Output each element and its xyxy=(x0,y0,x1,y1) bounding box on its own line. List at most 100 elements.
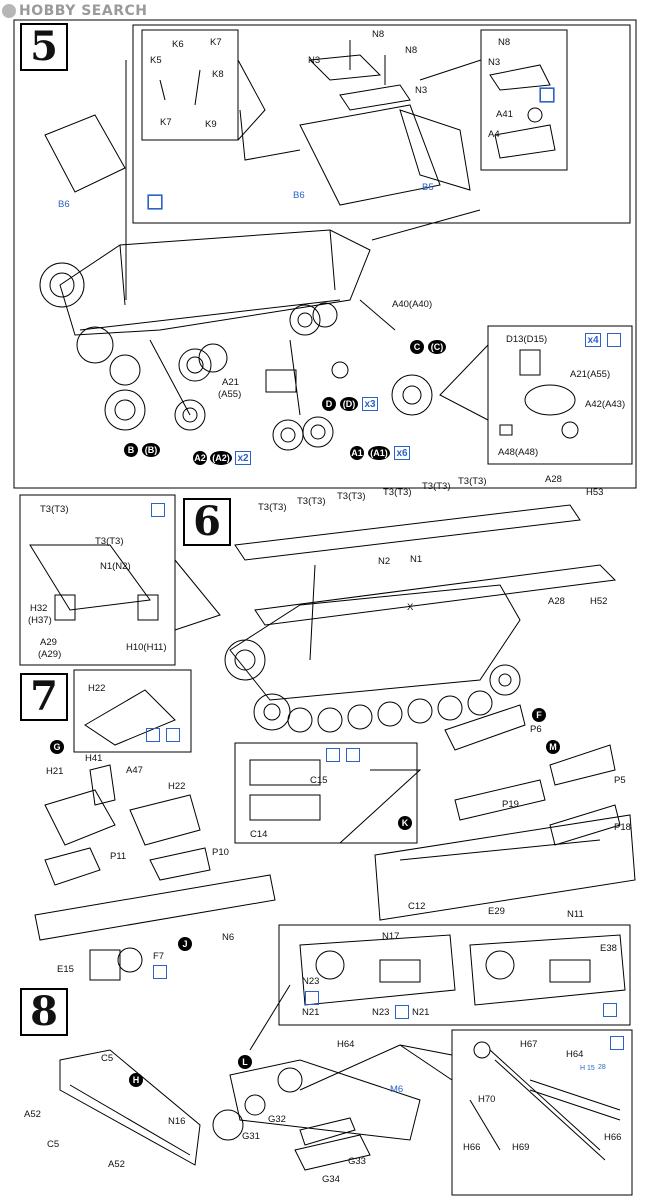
step7-h22-inset xyxy=(73,669,192,753)
brush-icon xyxy=(148,195,162,209)
brush-icon xyxy=(346,748,360,762)
step-number-8: 8 xyxy=(20,988,68,1036)
symmetry-icon xyxy=(326,748,340,762)
part-label: A29 xyxy=(40,637,57,648)
part-label: C12 xyxy=(408,901,426,912)
part-label: N16 xyxy=(168,1116,186,1127)
part-label: K5 xyxy=(150,55,162,66)
multiplier-badge: x2 xyxy=(235,451,251,465)
part-label: D13(D15) xyxy=(506,334,548,345)
part-label: N6 xyxy=(222,932,235,943)
part-label: C5 xyxy=(47,1139,60,1150)
part-label: H66 xyxy=(604,1132,622,1143)
step7-c14-inset xyxy=(234,742,418,844)
part-label: N23 xyxy=(372,1007,390,1018)
step8-n17-inset xyxy=(278,924,631,1026)
brush-icon xyxy=(607,333,621,347)
part-label: N8 xyxy=(405,45,418,56)
part-label: H52 xyxy=(590,596,608,607)
part-label: A47 xyxy=(126,765,143,776)
part-label: P19 xyxy=(502,799,519,810)
part-label: A4 xyxy=(488,129,500,140)
multiplier-badge: x3 xyxy=(362,397,378,411)
part-label: N3 xyxy=(308,55,321,66)
part-label: A28 xyxy=(545,474,562,485)
step5-wheel-inset xyxy=(487,325,633,465)
part-label: H 15 xyxy=(580,1065,595,1072)
part-label: E15 xyxy=(57,964,74,975)
hobbysearch-logo-icon xyxy=(2,4,16,18)
parts-tree-bubble: M xyxy=(546,740,560,754)
part-label: G32 xyxy=(268,1114,286,1125)
part-label: A42(A43) xyxy=(585,399,626,410)
part-label: H10(H11) xyxy=(126,642,167,653)
part-label: X xyxy=(407,602,414,613)
part-label: H70 xyxy=(478,1094,496,1105)
part-label: A28 xyxy=(548,596,565,607)
part-label: T3(T3) xyxy=(95,536,124,547)
part-label: C14 xyxy=(250,829,268,840)
parts-tree-bubble: K xyxy=(398,816,412,830)
brush-icon xyxy=(610,1036,624,1050)
parts-tree-bubble: L xyxy=(238,1055,252,1069)
step8-mg-inset xyxy=(451,1029,633,1196)
part-label: K6 xyxy=(172,39,184,50)
part-label: N8 xyxy=(372,29,385,40)
symmetry-icon xyxy=(540,88,554,102)
brush-icon xyxy=(603,1003,617,1017)
part-label: (A29) xyxy=(38,649,62,660)
part-label: A52 xyxy=(24,1109,41,1120)
symmetry-icon xyxy=(395,1005,409,1019)
part-label: T3(T3) xyxy=(458,476,487,487)
step5-frame xyxy=(13,19,637,489)
part-label: N17 xyxy=(382,931,400,942)
symmetry-icon xyxy=(153,965,167,979)
part-label: A41 xyxy=(496,109,513,120)
parts-tree-bubble: (D) xyxy=(340,397,358,411)
part-label: C15 xyxy=(310,775,328,786)
part-label: H53 xyxy=(586,487,604,498)
part-label: N23 xyxy=(302,976,320,987)
multiplier-badge: x6 xyxy=(394,446,410,460)
part-label: P10 xyxy=(212,847,229,858)
parts-tree-bubble: A2 xyxy=(193,451,207,465)
parts-tree-bubble: D xyxy=(322,397,336,411)
part-label: H67 xyxy=(520,1039,538,1050)
part-label: T3(T3) xyxy=(422,481,451,492)
part-label: H64 xyxy=(337,1039,355,1050)
part-label: B6 xyxy=(293,190,305,201)
watermark: HOBBY SEARCH xyxy=(2,2,147,20)
part-label: G34 xyxy=(322,1174,340,1185)
part-label: H22 xyxy=(88,683,106,694)
part-label: F7 xyxy=(153,951,165,962)
parts-tree-bubble: (A2) xyxy=(210,451,232,465)
part-label: C5 xyxy=(101,1053,114,1064)
part-label: A40(A40) xyxy=(392,299,433,310)
part-label: M6 xyxy=(390,1084,404,1095)
part-label: K7 xyxy=(160,117,172,128)
part-label: H69 xyxy=(512,1142,530,1153)
part-label: 28 xyxy=(598,1064,606,1071)
part-label: G31 xyxy=(242,1131,260,1142)
step-number-6: 6 xyxy=(183,498,231,546)
part-label: H22 xyxy=(168,781,186,792)
part-label: G33 xyxy=(348,1156,366,1167)
part-label: T3(T3) xyxy=(297,496,326,507)
step-number-5: 5 xyxy=(20,23,68,71)
parts-tree-bubble: A1 xyxy=(350,446,364,460)
parts-tree-bubble: H xyxy=(129,1073,143,1087)
watermark-text: HOBBY SEARCH xyxy=(19,3,148,19)
part-label: H64 xyxy=(566,1049,584,1060)
cement-icon xyxy=(146,728,160,742)
part-label: N1(N2) xyxy=(100,561,131,572)
part-label: N2 xyxy=(378,556,391,567)
parts-tree-bubble: B xyxy=(124,443,138,457)
step5-detail-box xyxy=(132,24,631,224)
multiplier-badge: x4 xyxy=(585,333,601,347)
part-label: H66 xyxy=(463,1142,481,1153)
part-label: A52 xyxy=(108,1159,125,1170)
parts-tree-bubble: J xyxy=(178,937,192,951)
part-label: A21(A55) xyxy=(570,369,611,380)
